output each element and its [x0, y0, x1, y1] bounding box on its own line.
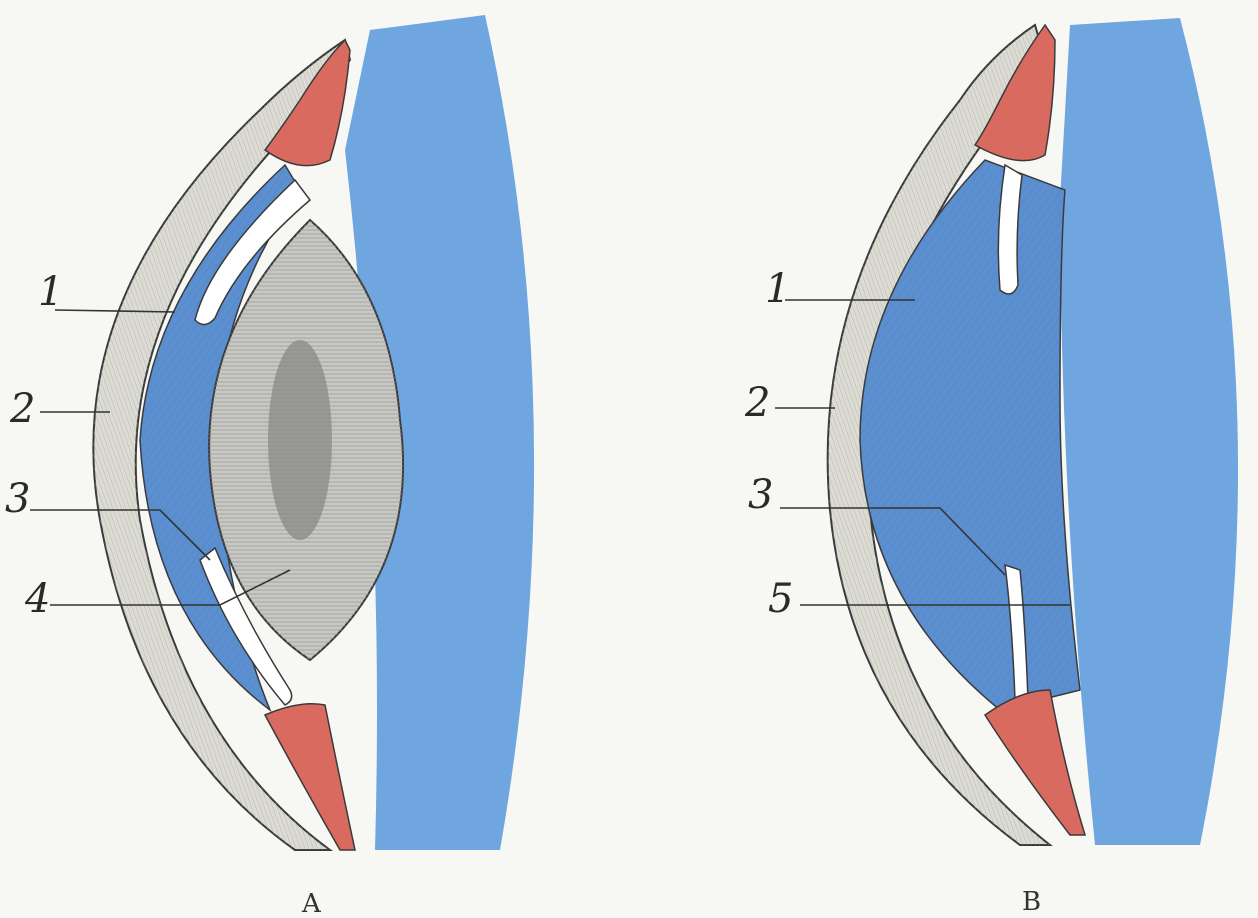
panel-b: 1 2 3 5 B	[744, 18, 1238, 917]
label-b-1: 1	[765, 266, 790, 312]
label-a-2: 2	[9, 386, 35, 432]
label-b-2: 2	[744, 380, 770, 426]
label-a-4: 4	[24, 576, 50, 622]
label-a-1: 1	[38, 269, 63, 315]
label-b-3: 3	[748, 472, 773, 518]
label-b-5: 5	[768, 576, 793, 622]
vitreous-body-b	[1060, 18, 1238, 845]
label-a-3: 3	[5, 476, 30, 522]
lens-nucleus-a	[268, 340, 332, 540]
panel-caption-b: B	[1022, 887, 1041, 917]
panel-caption-a: A	[301, 889, 322, 918]
panel-a: 1 2 3 4 A	[5, 15, 534, 918]
